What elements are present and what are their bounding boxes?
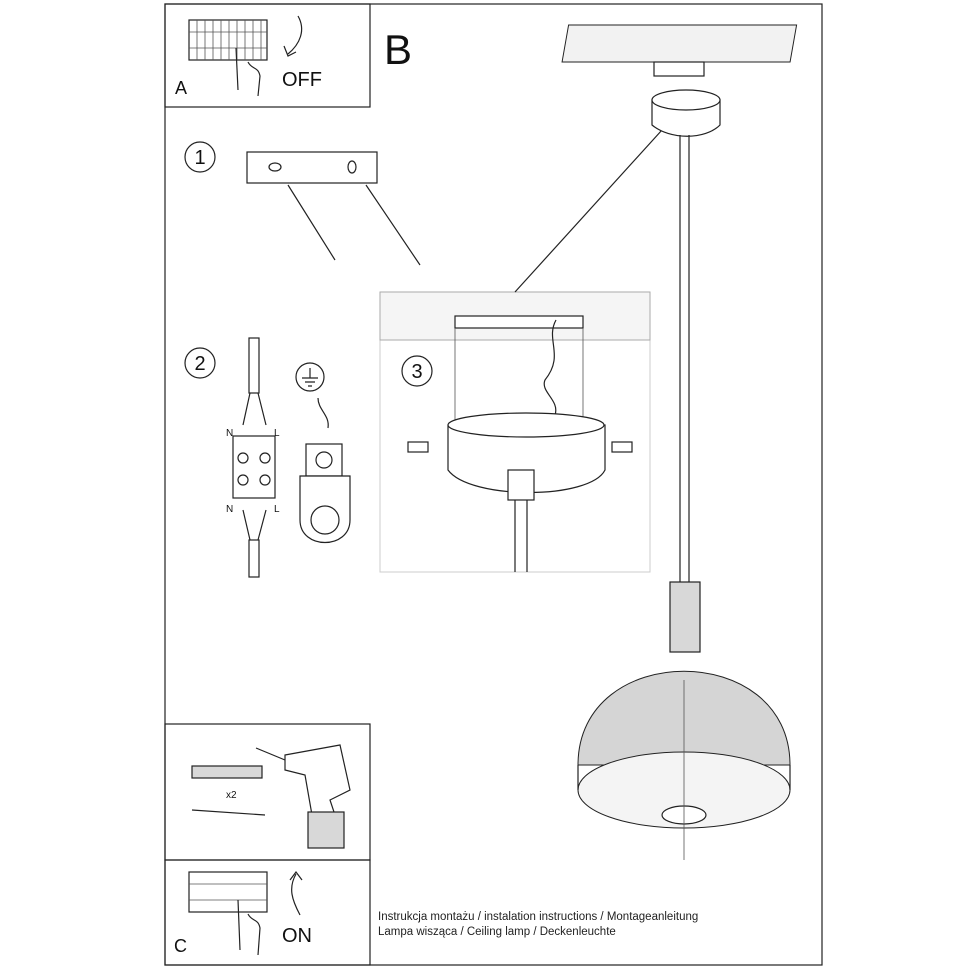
lamp-socket	[669, 581, 701, 653]
step-2-number: 2	[194, 353, 205, 375]
ground-terminal	[305, 443, 343, 477]
panel-c-label: C	[174, 936, 187, 956]
drill-icon	[255, 744, 351, 849]
breaker-box-icon	[188, 871, 268, 913]
panel-c: C ON	[164, 859, 371, 966]
ceiling-plate	[561, 24, 798, 63]
wall-plug-icon	[191, 765, 263, 779]
svg-text:N: N	[226, 428, 233, 439]
terminal-block	[232, 435, 276, 499]
footer-caption: Instrukcja montażu / instalation instruc…	[378, 910, 698, 940]
ground-icon	[295, 362, 325, 392]
step-2-badge	[184, 347, 216, 379]
mounting-bracket	[246, 151, 378, 184]
hand-icon	[235, 47, 261, 97]
wall-plug-icon	[287, 184, 421, 266]
footer-line-2: Lampa wisząca / Ceiling lamp / Deckenleu…	[378, 926, 616, 938]
pendant-lamp	[561, 24, 798, 860]
svg-text:N: N	[226, 504, 233, 515]
screw-icon	[191, 809, 266, 816]
hand-icon	[237, 899, 261, 956]
quantity-label: x2	[226, 790, 237, 801]
screw-icon	[407, 441, 429, 453]
step-3-badge	[401, 355, 433, 387]
step-3-number: 3	[411, 361, 422, 383]
tools-panel: x2	[164, 723, 371, 861]
panel-b-label: B	[384, 26, 412, 73]
step-2: 2 N L N L	[184, 337, 351, 578]
step-1-number: 1	[194, 147, 205, 169]
svg-text:L: L	[274, 504, 280, 515]
step-1-badge	[184, 141, 216, 173]
breaker-box-icon	[188, 19, 268, 61]
arrow-up-icon	[289, 871, 303, 916]
screw-icon	[611, 441, 633, 453]
page-frame	[164, 3, 823, 966]
panel-a: A OFF	[164, 3, 371, 108]
arrow-down-icon	[283, 15, 303, 57]
svg-text:L: L	[274, 428, 280, 439]
on-label: ON	[282, 925, 312, 947]
footer-line-1: Instrukcja montażu / instalation instruc…	[378, 911, 699, 923]
panel-a-label: A	[175, 78, 187, 98]
off-label: OFF	[282, 69, 322, 91]
step-3-detail: 3	[379, 291, 651, 573]
step-1: 1	[184, 141, 421, 266]
ceiling-canopy	[447, 424, 606, 494]
